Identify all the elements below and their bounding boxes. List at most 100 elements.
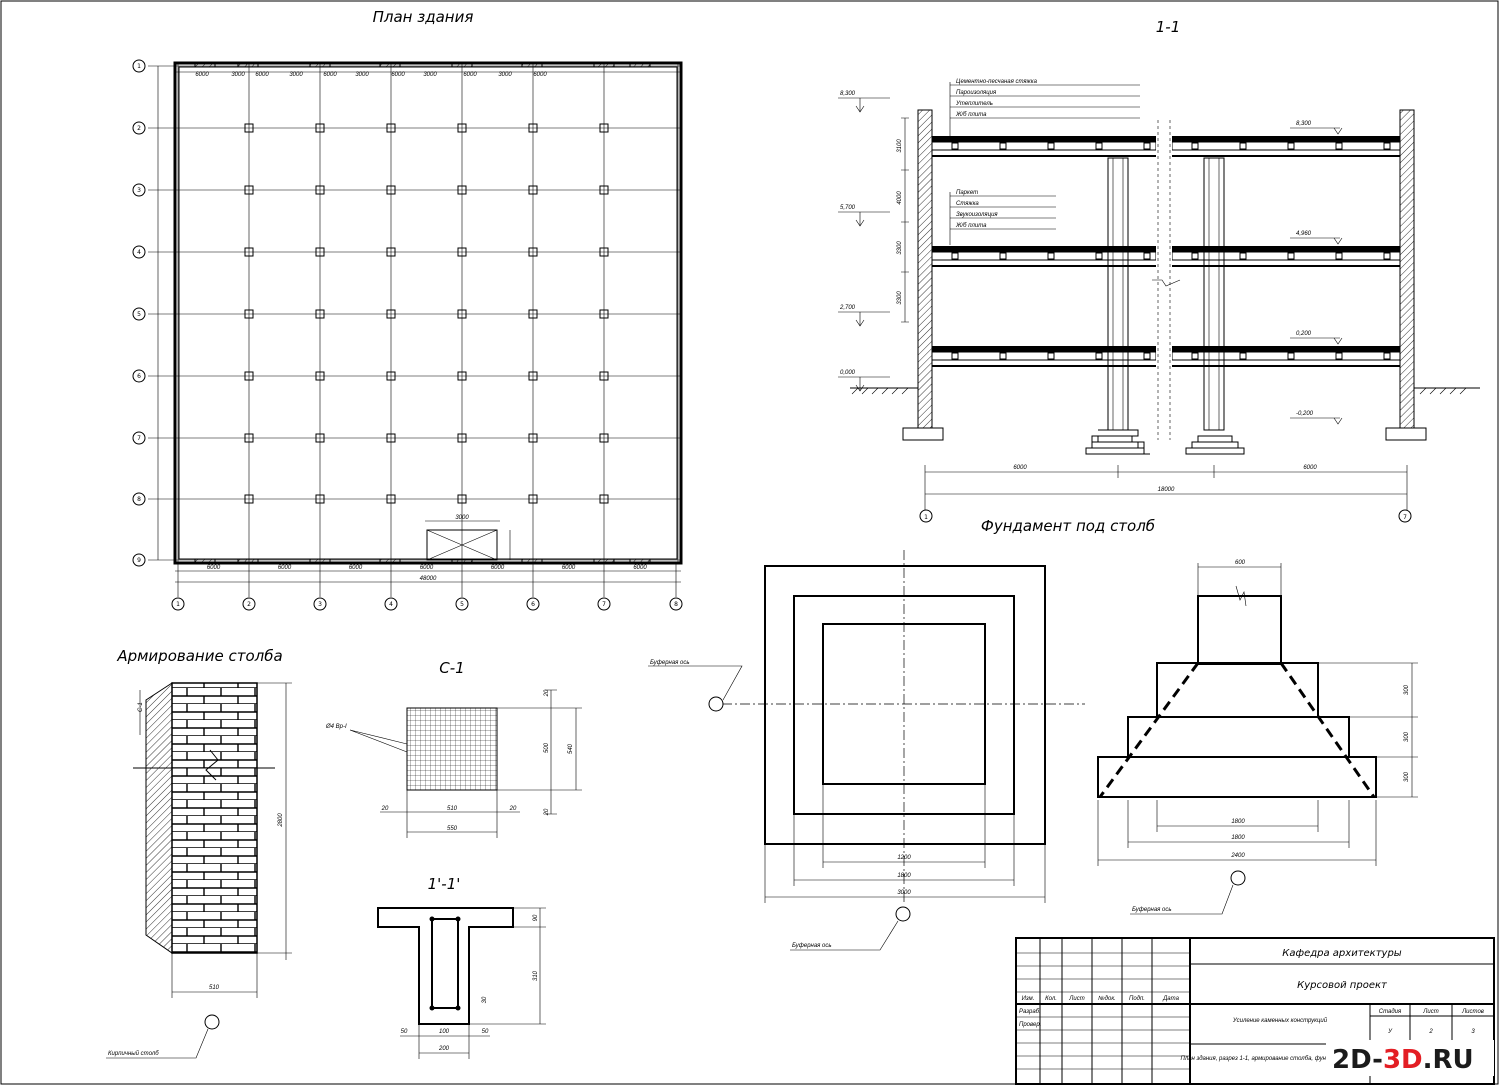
stamp-col-5: Подп. bbox=[1129, 996, 1145, 1002]
stamp-sheets-label: Листов bbox=[1461, 1009, 1484, 1015]
slab-void bbox=[1095, 142, 1103, 150]
plan-column bbox=[315, 494, 325, 504]
column-title: Армирование столба bbox=[116, 647, 282, 665]
plan-left-axis-marker-7 bbox=[132, 431, 146, 445]
beam-dim-h-2: 100 bbox=[439, 1029, 450, 1035]
section-axes: 1 7 bbox=[919, 509, 1412, 523]
slab-void bbox=[951, 142, 959, 150]
slab-core-1 bbox=[931, 141, 1157, 151]
foundation-height-1: 300 bbox=[1404, 684, 1410, 695]
beam-dim-v-2: 310 bbox=[533, 970, 539, 981]
left-level-label-1: 8,300 bbox=[840, 91, 856, 97]
floor-layer-4: Ж/б плита bbox=[955, 223, 987, 229]
plan-column bbox=[315, 185, 325, 195]
plan-column bbox=[599, 371, 609, 381]
left-level-marker-4 bbox=[855, 377, 865, 392]
plan-column bbox=[528, 371, 538, 381]
story-dim-1: 3100 bbox=[897, 139, 903, 153]
mesh-dim-v-1: 20 bbox=[544, 689, 550, 697]
section-overall-dim: 18000 bbox=[1158, 487, 1175, 493]
plan-left-axis-label-9: 9 bbox=[137, 557, 141, 564]
plan-column bbox=[315, 309, 325, 319]
mesh-dim-v-3: 20 bbox=[544, 808, 550, 816]
section-left-wall bbox=[917, 109, 933, 429]
plan-bottom-dim-2: 6000 bbox=[278, 565, 292, 571]
plan-top-dim-5: 6000 bbox=[323, 72, 337, 78]
plan-left-axis-label-1: 1 bbox=[137, 63, 141, 70]
stamp-col-6: Дата bbox=[1162, 996, 1179, 1002]
plan-columns bbox=[244, 123, 609, 504]
mesh-total-h: 550 bbox=[447, 826, 458, 832]
foundation-height-3: 300 bbox=[1404, 771, 1410, 782]
plan-window-bottom bbox=[194, 558, 216, 564]
plan-bottom-axis-label-5: 5 bbox=[460, 601, 464, 608]
plan-column bbox=[386, 309, 396, 319]
beam-dim-h-1: 50 bbox=[401, 1029, 408, 1035]
section-title: 1-1 bbox=[1156, 18, 1181, 36]
span-dim-1: 6000 bbox=[1013, 465, 1027, 471]
plan-window-top bbox=[237, 62, 259, 68]
slab-void bbox=[1287, 252, 1295, 260]
level-label-4: -0,200 bbox=[1296, 411, 1314, 417]
plan-window-bottom bbox=[593, 558, 615, 564]
plan-window-bottom bbox=[629, 558, 651, 564]
plan-top-dim-8: 3000 bbox=[423, 72, 437, 78]
slab-core-3 bbox=[931, 351, 1157, 361]
slab-void bbox=[1143, 352, 1151, 360]
beam-dim-h-3: 50 bbox=[482, 1029, 489, 1035]
plan-grid bbox=[148, 62, 681, 564]
story-dim-3: 3300 bbox=[897, 241, 903, 255]
plan-column bbox=[528, 309, 538, 319]
story-dim-2: 4000 bbox=[897, 191, 903, 205]
title-block: Изм. Кол. Лист №док. Подп. Дата Разраб. … bbox=[1015, 937, 1495, 1085]
foundation-plan: Фундамент под столб Буферная ось 1200 18… bbox=[648, 517, 1155, 951]
svg-text:С-1: С-1 bbox=[138, 702, 144, 712]
left-level-label-3: 2,700 bbox=[839, 305, 856, 311]
plan-column bbox=[599, 494, 609, 504]
plan-bottom-axis-marker-6 bbox=[526, 597, 540, 611]
roof-layer-2: Пароизоляция bbox=[956, 90, 997, 96]
level-label-2: 4,960 bbox=[1296, 231, 1312, 237]
plan-bottom-axis-label-8: 8 bbox=[674, 601, 678, 608]
watermark-logo: 2D-3D.RU bbox=[1326, 1040, 1494, 1076]
slab-void bbox=[1335, 352, 1343, 360]
foundation-axis-marker bbox=[708, 696, 724, 712]
stamp-col-4: №док. bbox=[1098, 995, 1116, 1002]
stamp-sheet: 2 bbox=[1428, 1029, 1433, 1035]
slab-void bbox=[1287, 352, 1295, 360]
left-level-marker-2 bbox=[855, 212, 865, 227]
slab-void bbox=[999, 142, 1007, 150]
level-marker-4 bbox=[1333, 417, 1343, 425]
mesh-dim-h-3: 20 bbox=[509, 806, 517, 812]
plan-column bbox=[386, 185, 396, 195]
foundation-dim-3: 3000 bbox=[897, 890, 911, 896]
stamp-row-1: Разраб. bbox=[1019, 1009, 1041, 1015]
level-marker-3 bbox=[1333, 337, 1343, 345]
plan-top-dim-3: 6000 bbox=[255, 72, 269, 78]
plan-window-top bbox=[629, 62, 651, 68]
plan-window-top bbox=[593, 62, 615, 68]
plan-bottom-axis-marker-2 bbox=[242, 597, 256, 611]
span-dim-2: 6000 bbox=[1303, 465, 1317, 471]
plan-column bbox=[599, 185, 609, 195]
plan-column bbox=[244, 309, 254, 319]
mesh-dim-v-2: 500 bbox=[544, 742, 550, 753]
foundation-width-1: 1800 bbox=[1231, 819, 1245, 825]
column-reinforcement: Армирование столба С-1 2800 510 Кирпичны… bbox=[106, 647, 292, 1059]
plan-window-bottom bbox=[521, 558, 543, 564]
plan-left-axis-label-4: 4 bbox=[137, 249, 141, 256]
plan-column bbox=[457, 247, 467, 257]
slab-void bbox=[1095, 352, 1103, 360]
slab-top-3 bbox=[1172, 346, 1400, 352]
plan-left-axis-marker-6 bbox=[132, 369, 146, 383]
foundation-pyramid-lines bbox=[1098, 662, 1376, 798]
slab-core-3 bbox=[1171, 351, 1401, 361]
slab-void bbox=[951, 252, 959, 260]
plan-top-dim-6: 3000 bbox=[355, 72, 369, 78]
slab-void bbox=[1191, 352, 1199, 360]
plan-left-axis-label-6: 6 bbox=[137, 373, 141, 380]
plan-left-axis-label-5: 5 bbox=[137, 311, 141, 318]
left-level-label-4: 0,000 bbox=[840, 370, 856, 376]
